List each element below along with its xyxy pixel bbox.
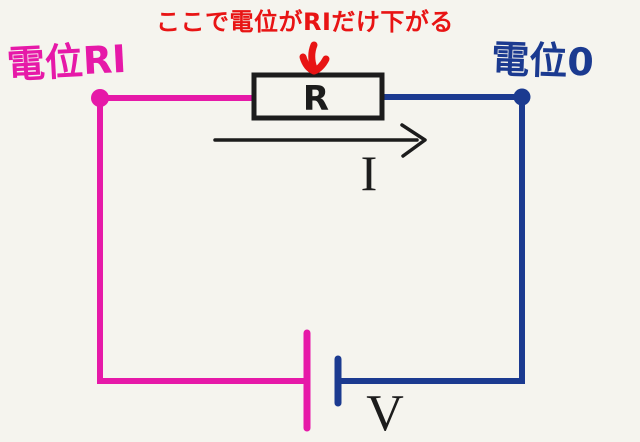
left-potential-label: 電位RI [5,36,128,87]
current-arrow-icon [213,123,427,158]
voltage-drop-arrow-icon [299,41,330,75]
resistor-label: R [303,79,329,119]
left-junction-dot [91,89,109,107]
right-junction-dot [513,88,531,106]
battery-voltage-label: V [366,385,404,442]
voltage-drop-annotation: ここで電位がRIだけ下がる [156,8,454,36]
pink-wire [97,95,308,384]
blue-wire [338,94,525,384]
current-label: I [361,145,378,201]
resistor-box [251,72,385,121]
right-potential-label: 電位0 [490,37,595,85]
